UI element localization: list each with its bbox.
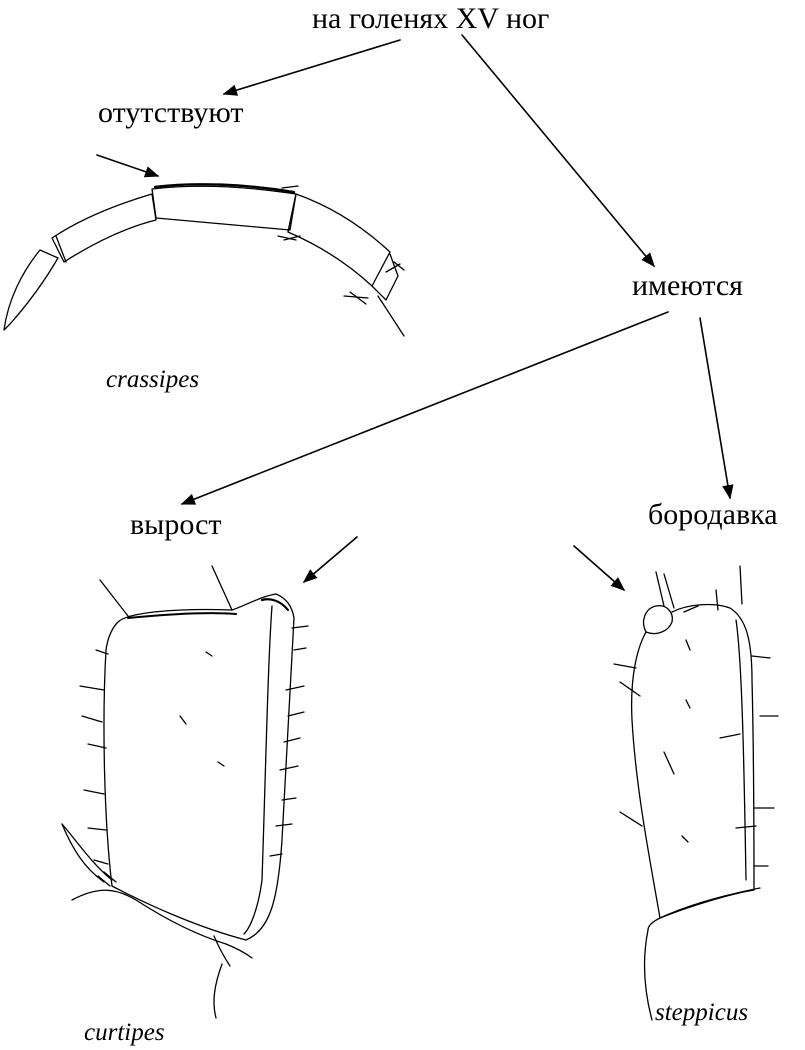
key-outgrowth-label: вырост [130, 508, 222, 541]
arrow-to-absent [222, 39, 401, 96]
key-present-label: имеются [632, 269, 743, 302]
arrow-to-present [461, 34, 655, 268]
key-question-label: на голенях XV ног [312, 2, 550, 35]
steppicus-leg-drawing [613, 565, 779, 1021]
pointer-arrow-steppicus [573, 545, 626, 591]
arrow-to-wart [699, 317, 734, 500]
key-wart-label: бородавка [648, 498, 778, 531]
pointer-arrows [96, 154, 626, 591]
crassipes-leg-drawing [3, 183, 405, 337]
pointer-arrow-curtipes [302, 536, 358, 583]
species-crassipes-label: crassipes [106, 366, 200, 393]
species-curtipes-label: curtipes [84, 1019, 165, 1046]
pointer-arrow-crassipes [96, 154, 160, 178]
species-steppicus-label: steppicus [655, 999, 749, 1026]
key-absent-label: отутствуют [98, 96, 244, 129]
curtipes-leg-drawing [61, 565, 309, 1019]
arrow-to-outgrowth [180, 311, 669, 505]
key-arrows [180, 34, 734, 505]
